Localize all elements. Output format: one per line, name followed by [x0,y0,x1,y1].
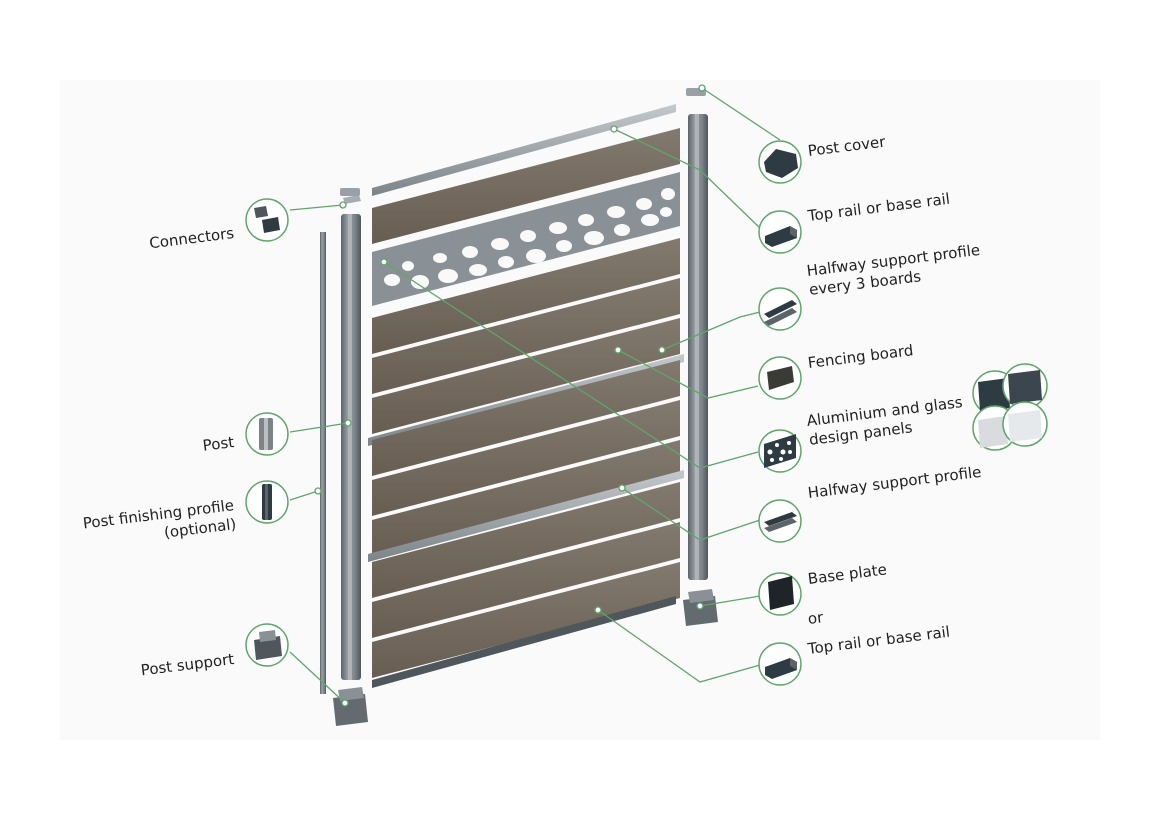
left-post [340,188,361,680]
right-post [686,88,708,580]
post-finishing-profile [320,232,326,694]
design-panel-icon [758,429,802,473]
top-rail-icon-2 [758,642,802,686]
post-cover-icon [758,140,802,184]
halfway-profile-icon-1 [758,287,802,331]
connectors-icon [245,198,289,242]
top-rail [372,104,676,196]
design-panel-variants [972,363,1048,451]
top-rail-icon-1 [758,210,802,254]
base-plate-icon [758,572,802,616]
design-panel [372,172,680,306]
leader-dots [314,84,706,707]
post-support-icon [245,623,289,667]
post-finishing-icon [245,480,289,524]
halfway-profile-icon-2 [758,499,802,543]
fencing-board-icon [758,356,802,400]
right-post-support [683,589,718,626]
label-or: or [806,608,825,628]
fencing-boards [368,128,684,688]
post-icon [245,412,289,456]
leader-lines [289,87,781,704]
